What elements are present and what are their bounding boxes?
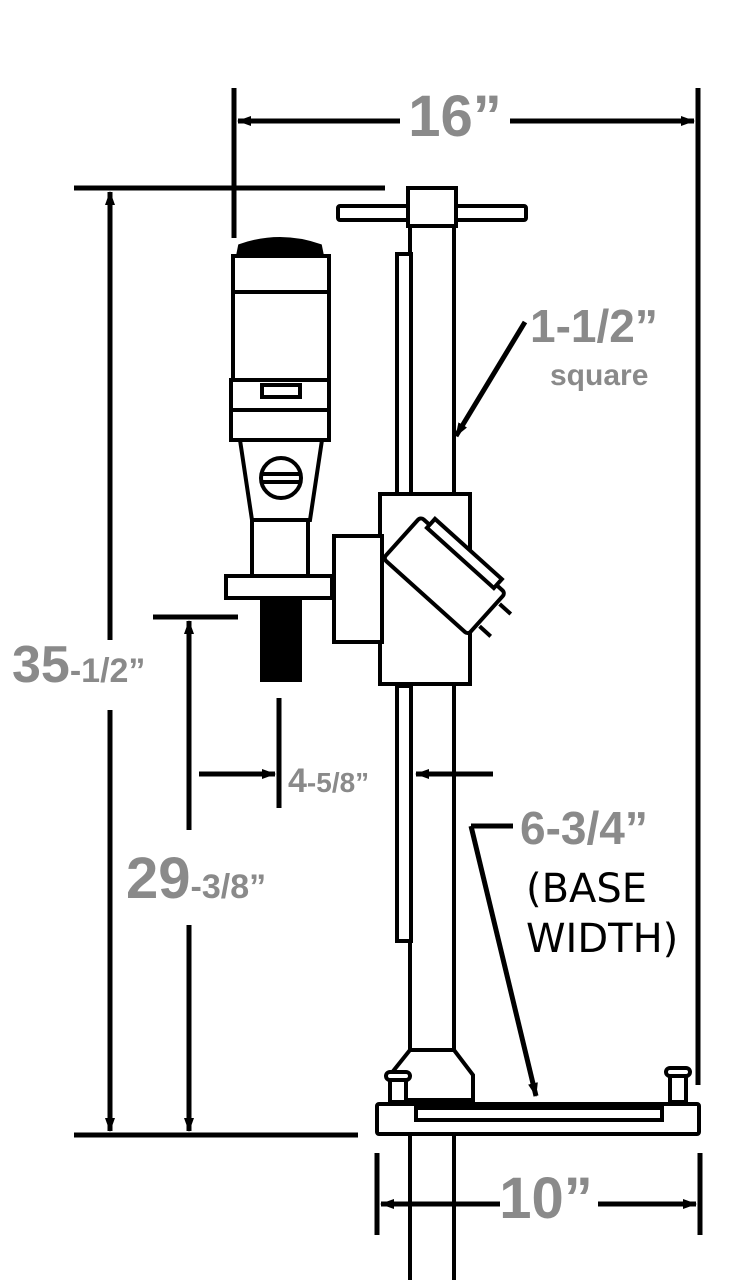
bit-height-label: 29-3/8” [126,846,266,911]
column-size-label: 1-1/2” [530,300,658,352]
overall-width-label: 16” [408,84,502,149]
column-offset-label: 4-5/8” [288,762,369,800]
base-depth-note-line1: (BASE [526,866,647,912]
base-depth-label: 6-3/4” [520,802,648,854]
base-depth-note-line2: WIDTH) [526,916,678,962]
base-length-label: 10” [499,1166,593,1231]
drill-stand-drawing [224,186,701,1280]
overall-height-label: 35-1/2” [12,636,145,694]
column-size-sublabel: square [550,359,648,392]
